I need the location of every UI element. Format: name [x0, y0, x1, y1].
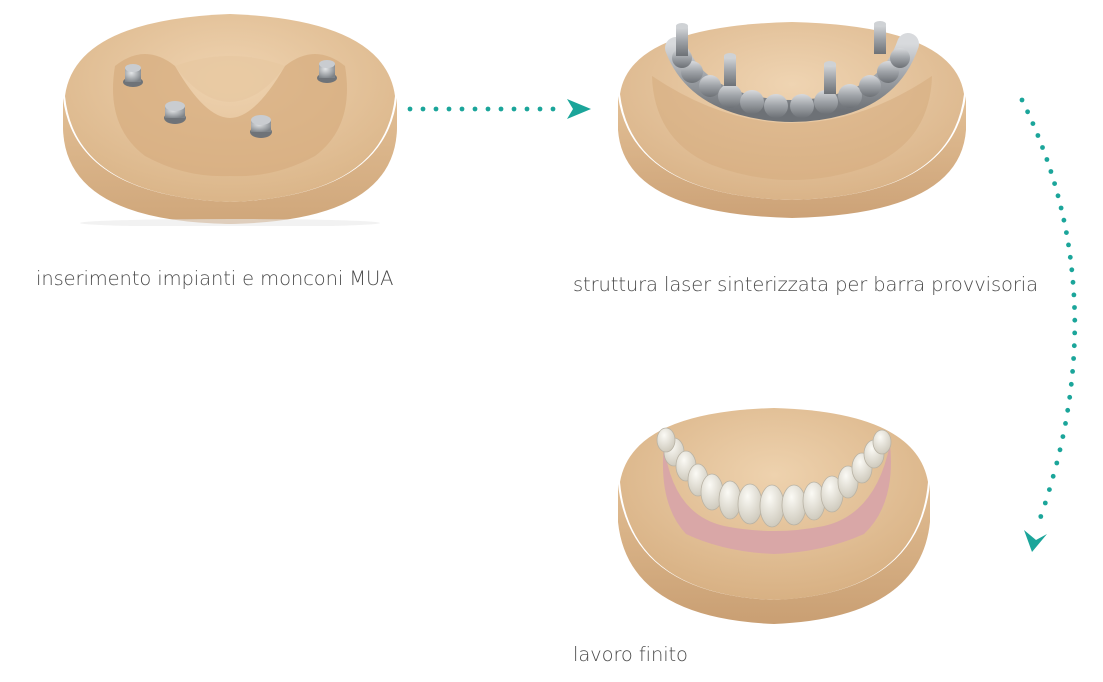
connector-dot: [1020, 98, 1025, 103]
connector-dot: [1047, 487, 1052, 492]
connector-dot: [1069, 382, 1074, 387]
step-caption-implants: inserimento impianti e monconi MUA: [36, 264, 496, 294]
connector-dot: [1059, 206, 1064, 211]
connector-dot: [1051, 474, 1056, 479]
connector-dot: [1066, 243, 1071, 248]
connector-dot: [486, 107, 491, 112]
connector-dot: [1031, 121, 1036, 126]
connector-dot: [1036, 133, 1041, 138]
step-caption-bar: struttura laser sinterizzata per barra p…: [573, 270, 1043, 300]
connector-dot: [1064, 230, 1069, 235]
dotted-arrow-horizontal: [408, 107, 556, 112]
step-caption-finished: lavoro finito: [573, 640, 873, 670]
connector-dot: [1045, 157, 1050, 162]
connector-dot: [1069, 267, 1074, 272]
connector-dot: [1072, 305, 1077, 310]
arrowhead-right-icon: [567, 99, 591, 119]
connector-dot: [1049, 169, 1054, 174]
connector-dot: [1062, 218, 1067, 223]
connector-dot: [499, 107, 504, 112]
connector-dot: [1071, 280, 1076, 285]
connector-dot: [1038, 514, 1043, 519]
connector-dot: [512, 107, 517, 112]
connector-dot: [1072, 331, 1077, 336]
connector-dot: [421, 107, 426, 112]
connector-dot: [1043, 501, 1048, 506]
connector-dot: [1067, 395, 1072, 400]
connector-dot: [1072, 318, 1077, 323]
connector-dot: [1063, 421, 1068, 426]
connector-dot: [1052, 181, 1057, 186]
connector-dot: [1072, 293, 1077, 298]
connector-dot: [1071, 356, 1076, 361]
connector-dot: [1040, 145, 1045, 150]
connector-dot: [1072, 343, 1077, 348]
connector-dot: [1058, 447, 1063, 452]
connector-dot: [538, 107, 543, 112]
connector-dot: [1068, 255, 1073, 260]
dotted-arrow-curved: [1020, 98, 1078, 519]
connector-dot: [525, 107, 530, 112]
connector-dot: [1054, 461, 1059, 466]
connector-dot: [408, 107, 413, 112]
connector-dot: [1025, 109, 1030, 114]
connector-dot: [1065, 408, 1070, 413]
connector-dot: [551, 107, 556, 112]
connector-dot: [473, 107, 478, 112]
connector-dot: [460, 107, 465, 112]
connector-dot: [1061, 434, 1066, 439]
connector-dot: [434, 107, 439, 112]
connector-dot: [1056, 193, 1061, 198]
connector-dot: [447, 107, 452, 112]
connector-dot: [1070, 369, 1075, 374]
arrowhead-down-icon: [1024, 530, 1047, 552]
